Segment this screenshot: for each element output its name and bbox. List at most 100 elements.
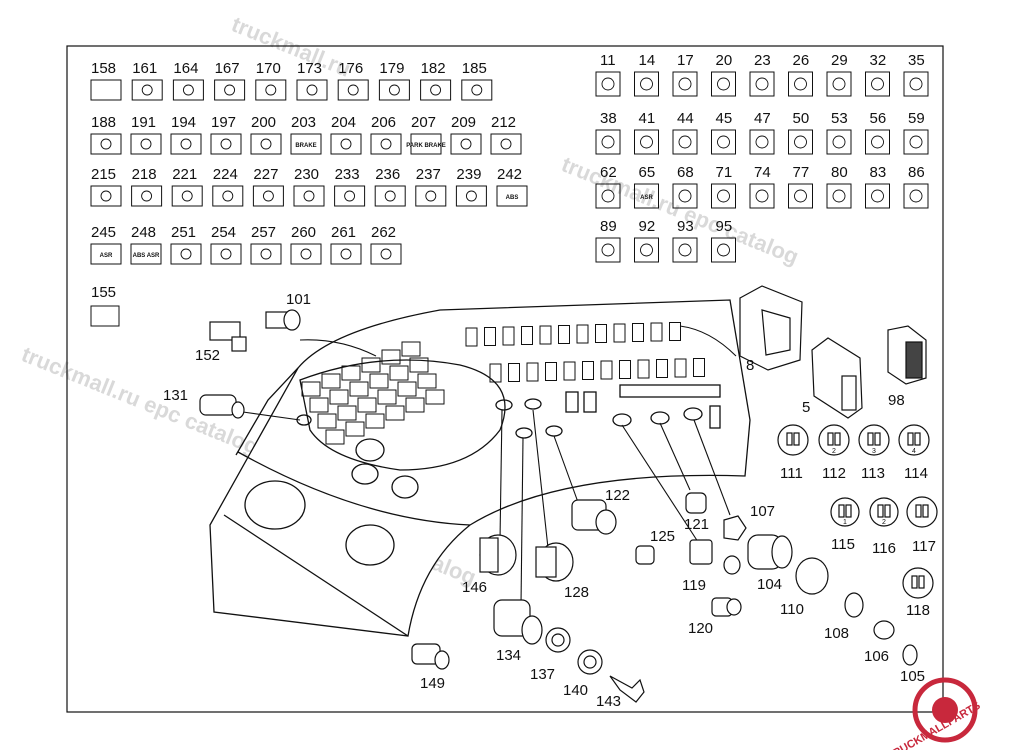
legend-item-86[interactable]: 86	[903, 164, 929, 209]
legend-item-89[interactable]: 89	[595, 218, 621, 263]
legend-item-92[interactable]: 92	[634, 218, 659, 263]
legend-item-74[interactable]: 74	[749, 164, 775, 209]
part-101[interactable]	[265, 309, 301, 331]
legend-item-262[interactable]: 262	[370, 224, 402, 265]
legend-item-212[interactable]: 212	[490, 114, 522, 155]
switch-insert-111[interactable]	[777, 424, 809, 456]
legend-item-204[interactable]: 204	[330, 114, 362, 155]
part-146[interactable]	[479, 534, 517, 576]
part-105[interactable]	[902, 644, 918, 666]
part-110[interactable]	[795, 557, 829, 595]
legend-item-260[interactable]: 260	[290, 224, 322, 265]
switch-insert-113[interactable]: 3	[858, 424, 890, 456]
legend-item-29[interactable]: 29	[826, 52, 852, 97]
legend-item-257[interactable]: 257	[250, 224, 282, 265]
legend-item-77[interactable]: 77	[788, 164, 813, 209]
part-5[interactable]	[811, 337, 863, 419]
legend-item-80[interactable]: 80	[826, 164, 852, 209]
legend-item-53[interactable]: 53	[826, 110, 852, 155]
legend-item-47[interactable]: 47	[749, 110, 775, 155]
legend-item-236[interactable]: 236	[374, 166, 406, 207]
part-125[interactable]	[635, 545, 655, 565]
legend-item-206[interactable]: 206	[370, 114, 402, 155]
legend-item-167[interactable]: 167	[214, 60, 246, 101]
legend-item-197[interactable]: 197	[210, 114, 242, 155]
legend-item-44[interactable]: 44	[672, 110, 698, 155]
part-121[interactable]	[685, 492, 707, 514]
legend-item-45[interactable]: 45	[711, 110, 736, 155]
legend-item-38[interactable]: 38	[595, 110, 621, 155]
legend-item-224[interactable]: 224	[212, 166, 244, 207]
part-106[interactable]	[873, 620, 895, 640]
legend-item-176[interactable]: 176	[337, 60, 369, 101]
part-149[interactable]	[411, 643, 450, 670]
legend-item-221[interactable]: 221	[171, 166, 203, 207]
legend-item-68[interactable]: 68	[672, 164, 698, 209]
part-134[interactable]	[493, 599, 543, 645]
legend-item-185[interactable]: 185	[461, 60, 493, 101]
switch-insert-116[interactable]: 2	[869, 497, 899, 527]
part-137[interactable]	[545, 627, 571, 653]
legend-item-170[interactable]: 170	[255, 60, 287, 101]
part-140[interactable]	[577, 649, 603, 675]
legend-item-251[interactable]: 251	[170, 224, 202, 265]
switch-insert-112[interactable]: 2	[818, 424, 850, 456]
legend-item-26[interactable]: 26	[788, 52, 813, 97]
legend-item-179[interactable]: 179	[378, 60, 410, 101]
part-98[interactable]	[887, 325, 927, 385]
legend-item-56[interactable]: 56	[865, 110, 890, 155]
item-155[interactable]: 155	[90, 284, 120, 327]
part-152[interactable]	[209, 321, 247, 352]
legend-item-191[interactable]: 191	[130, 114, 162, 155]
switch-insert-118[interactable]	[902, 567, 934, 599]
legend-item-230[interactable]: 230	[293, 166, 325, 207]
legend-item-93[interactable]: 93	[672, 218, 698, 263]
switch-insert-117[interactable]	[906, 496, 938, 528]
legend-item-209[interactable]: 209	[450, 114, 482, 155]
switch-insert-115[interactable]: 1	[830, 497, 860, 527]
legend-item-41[interactable]: 41	[634, 110, 659, 155]
legend-item-237[interactable]: 237	[415, 166, 447, 207]
part-131[interactable]	[199, 394, 245, 419]
legend-item-32[interactable]: 32	[865, 52, 890, 97]
part-143[interactable]	[609, 675, 645, 703]
legend-item-158[interactable]: 158	[90, 60, 122, 101]
legend-item-59[interactable]: 59	[903, 110, 929, 155]
legend-item-23[interactable]: 23	[749, 52, 775, 97]
part-119[interactable]	[689, 539, 741, 575]
dashboard-panel[interactable]	[209, 299, 751, 637]
legend-item-62[interactable]: 62	[595, 164, 621, 209]
legend-item-50[interactable]: 50	[788, 110, 813, 155]
legend-item-17[interactable]: 17	[672, 52, 698, 97]
switch-insert-114[interactable]: 4	[898, 424, 930, 456]
part-104[interactable]	[747, 534, 793, 570]
legend-item-35[interactable]: 35	[903, 52, 929, 97]
legend-item-83[interactable]: 83	[865, 164, 890, 209]
legend-item-239[interactable]: 239	[455, 166, 487, 207]
legend-item-20[interactable]: 20	[711, 52, 736, 97]
legend-item-188[interactable]: 188	[90, 114, 122, 155]
legend-item-71[interactable]: 71	[711, 164, 736, 209]
legend-item-164[interactable]: 164	[172, 60, 204, 101]
legend-item-11[interactable]: 11	[595, 52, 621, 97]
legend-item-200[interactable]: 200	[250, 114, 282, 155]
legend-item-233[interactable]: 233	[334, 166, 366, 207]
part-108[interactable]	[844, 592, 864, 618]
legend-item-218[interactable]: 218	[131, 166, 163, 207]
legend-item-194[interactable]: 194	[170, 114, 202, 155]
legend-item-182[interactable]: 182	[420, 60, 452, 101]
legend-item-14[interactable]: 14	[634, 52, 659, 97]
legend-item-173[interactable]: 173	[296, 60, 328, 101]
legend-item-261[interactable]: 261	[330, 224, 362, 265]
part-128[interactable]	[535, 542, 574, 582]
legend-item-215[interactable]: 215	[90, 166, 122, 207]
part-8[interactable]	[739, 285, 803, 371]
legend-item-227[interactable]: 227	[252, 166, 284, 207]
part-107[interactable]	[723, 515, 747, 541]
